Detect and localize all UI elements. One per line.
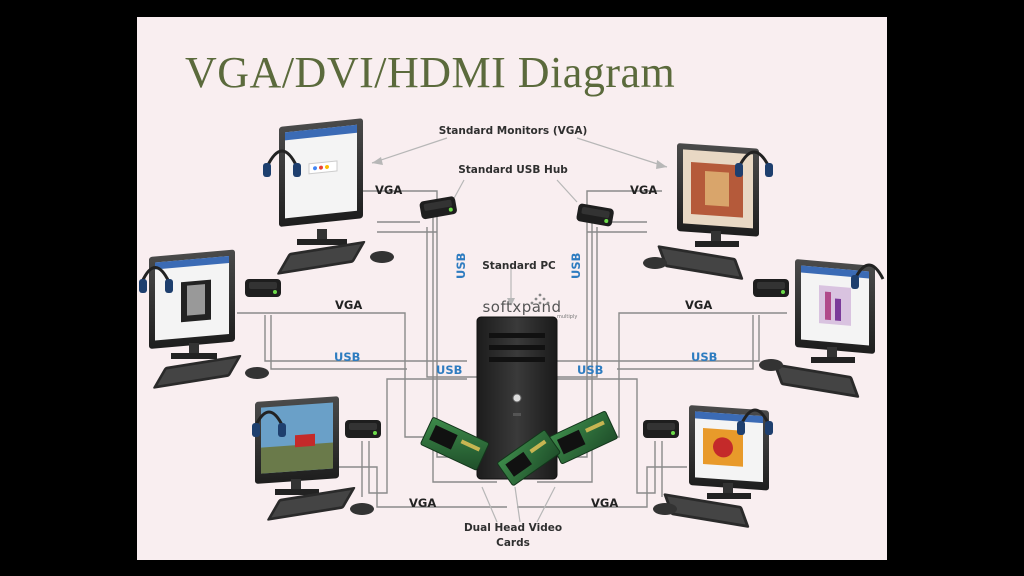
headset-icon: [739, 408, 771, 426]
vga-label-top-left: VGA: [375, 183, 402, 197]
video-cards-label-line2: Cards: [496, 537, 530, 549]
workstation-mid-right: [759, 259, 885, 398]
workstation-top-left: [263, 118, 394, 275]
headset-icon: [265, 149, 299, 168]
keyboard-icon: [657, 245, 744, 280]
svg-text:multiply: multiply: [557, 314, 577, 320]
usb-hub-top-left: [419, 196, 457, 220]
mouse-icon: [643, 257, 667, 269]
monitor-icon: [279, 118, 363, 227]
mouse-icon: [759, 359, 783, 371]
standard-monitors-label: Standard Monitors (VGA): [439, 125, 588, 137]
keyboard-icon: [277, 240, 366, 275]
label-arrows: [371, 137, 668, 523]
workstation-top-right: [643, 143, 773, 280]
usb-hub-mid-right: [753, 279, 789, 297]
video-card-center: [497, 430, 561, 486]
logo-mark: [530, 293, 550, 305]
mouse-icon: [653, 503, 677, 515]
keyboard-icon: [773, 363, 860, 398]
usb-hub-top-right: [576, 203, 614, 227]
monitor-icon: [689, 405, 769, 491]
usb-hub-mid-left: [245, 279, 281, 297]
keyboard-icon: [267, 486, 356, 521]
mouse-icon: [245, 367, 269, 379]
monitor-icon: [795, 259, 875, 354]
vga-label-bottom-left: VGA: [409, 496, 436, 510]
workstation-bottom-right: [653, 405, 773, 528]
usb-label-vertical-right: USB: [569, 253, 583, 279]
monitor-icon: [149, 249, 235, 349]
softxpand-logo: softxpand multiply: [482, 293, 577, 320]
arrowheads: [372, 157, 667, 306]
workstation-mid-left: [139, 249, 269, 389]
usb-label-mid-left: USB: [334, 350, 360, 364]
monitor-icon: [255, 396, 339, 484]
connection-diagram: Standard Monitors (VGA) Standard USB Hub…: [139, 118, 885, 549]
vga-label-top-right: VGA: [630, 183, 657, 197]
slide: VGA/DVI/HDMI Diagram: [137, 17, 887, 560]
usb-label-mid-right: USB: [691, 350, 717, 364]
slide-title: VGA/DVI/HDMI Diagram: [185, 48, 676, 97]
headset-icon: [853, 263, 885, 280]
video-card-left: [420, 417, 490, 471]
usb-hub-bottom-right: [643, 420, 679, 438]
headset-icon: [253, 410, 285, 428]
headset-icon: [737, 150, 771, 168]
usb-label-center-left: USB: [436, 363, 462, 377]
mouse-icon: [350, 503, 374, 515]
keyboard-icon: [153, 354, 242, 389]
usb-hub-bottom-left: [345, 420, 381, 438]
svg-text:softxpand: softxpand: [482, 298, 561, 316]
vga-label-mid-right: VGA: [685, 298, 712, 312]
keyboard-icon: [663, 493, 750, 528]
vga-label-bottom-right: VGA: [591, 496, 618, 510]
workstation-bottom-left: [252, 396, 374, 521]
standard-usb-hub-label: Standard USB Hub: [458, 164, 568, 176]
headset-icon: [140, 266, 171, 283]
mouse-icon: [370, 251, 394, 263]
usb-label-center-right: USB: [577, 363, 603, 377]
vga-label-mid-left: VGA: [335, 298, 362, 312]
standard-pc-label: Standard PC: [482, 260, 556, 272]
video-card-right: [549, 410, 618, 465]
video-cards-label-line1: Dual Head Video: [464, 522, 562, 534]
usb-label-vertical-left: USB: [454, 253, 468, 279]
